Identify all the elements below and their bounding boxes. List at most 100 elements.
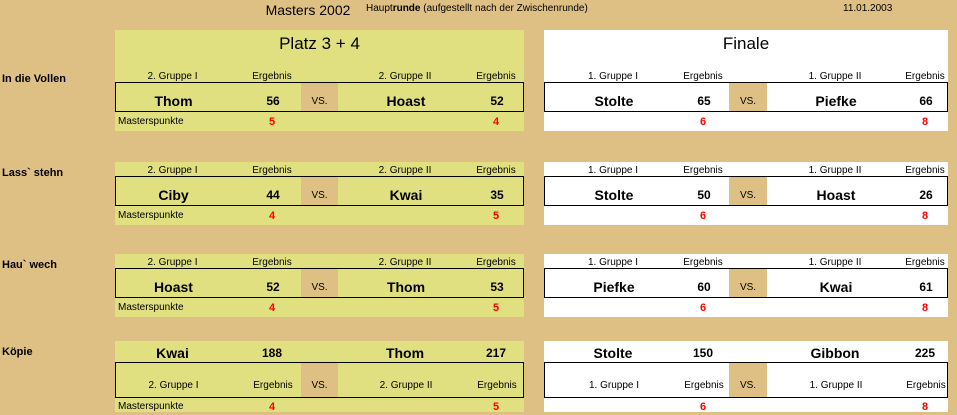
- player2-score: 61: [919, 280, 933, 294]
- player1-score: 56: [266, 94, 280, 108]
- masterspunkte-label: Masterspunkte: [118, 401, 184, 412]
- player1-name: Stolte: [594, 93, 634, 109]
- player2-score: 225: [914, 346, 936, 360]
- group1-label: 1. Gruppe I: [587, 257, 639, 268]
- player1-masterpoints: 5: [268, 116, 276, 128]
- player2-name: Kwai: [819, 279, 853, 295]
- player2-score: 52: [490, 94, 504, 108]
- page-subtitle: Hauptrunde (aufgestellt nach der Zwische…: [366, 3, 588, 14]
- group2-label: 2. Gruppe II: [378, 165, 432, 176]
- player2-score: 26: [919, 188, 933, 202]
- player2-masterpoints: 8: [921, 116, 929, 128]
- result1-label: Ergebnis: [252, 257, 292, 268]
- player2-name: Thom: [385, 345, 425, 361]
- page-title: Masters 2002: [265, 2, 351, 18]
- match-box: VS. Piefke 60 Kwai 61: [544, 268, 948, 298]
- player1-name: Stolte: [593, 345, 633, 361]
- player2-masterpoints: 5: [492, 401, 500, 413]
- result2-label: Ergebnis: [906, 380, 946, 391]
- player2-masterpoints: 8: [921, 401, 929, 413]
- result1-label: Ergebnis: [253, 380, 293, 391]
- group1-label: 1. Gruppe I: [588, 380, 640, 391]
- player1-masterpoints: 6: [699, 401, 707, 413]
- right-panel-header: Finale: [544, 30, 948, 68]
- result2-label: Ergebnis: [476, 257, 516, 268]
- player1-masterpoints: 6: [699, 116, 707, 128]
- right-panel-title: Finale: [722, 34, 770, 53]
- player2-score: 66: [919, 94, 933, 108]
- group1-label: 1. Gruppe I: [587, 165, 639, 176]
- player1-score: 150: [692, 346, 714, 360]
- player1-score: 44: [266, 188, 280, 202]
- result2-label: Ergebnis: [905, 257, 945, 268]
- player1-name: Hoast: [154, 279, 193, 295]
- player1-name: Thom: [154, 93, 193, 109]
- result1-label: Ergebnis: [684, 380, 724, 391]
- player2-name: Kwai: [389, 187, 423, 203]
- player1-masterpoints: 4: [268, 401, 276, 413]
- round-label: Hau` wech: [2, 259, 58, 271]
- vs-label: VS.: [729, 269, 767, 297]
- group2-label: 2. Gruppe II: [378, 257, 432, 268]
- result2-label: Ergebnis: [905, 165, 945, 176]
- player2-masterpoints: 5: [492, 210, 500, 222]
- player2-masterpoints: 8: [921, 210, 929, 222]
- player1-name: Piefke: [593, 279, 635, 295]
- result1-label: Ergebnis: [683, 71, 723, 82]
- player2-masterpoints: 8: [921, 302, 929, 314]
- player1-score: 65: [697, 94, 711, 108]
- player1-name: Ciby: [158, 187, 189, 203]
- player1-score: 60: [697, 280, 711, 294]
- round-label: In die Vollen: [2, 73, 66, 85]
- player2-score: 217: [485, 346, 507, 360]
- player2-masterpoints: 5: [492, 302, 500, 314]
- result2-label: Ergebnis: [477, 380, 517, 391]
- group1-label: 2. Gruppe I: [147, 257, 198, 268]
- player1-masterpoints: 4: [268, 210, 276, 222]
- group1-label: 1. Gruppe I: [587, 71, 639, 82]
- subtitle-bold: runde: [392, 3, 421, 14]
- left-panel-title: Platz 3 + 4: [279, 34, 360, 53]
- group1-label: 2. Gruppe I: [148, 380, 199, 391]
- player1-score: 50: [697, 188, 711, 202]
- result1-label: Ergebnis: [252, 71, 292, 82]
- result1-label: Ergebnis: [252, 165, 292, 176]
- round-label: Lass` stehn: [2, 167, 64, 179]
- player2-masterpoints: 4: [492, 116, 500, 128]
- vs-label: VS.: [729, 363, 767, 397]
- player2-score: 35: [490, 188, 504, 202]
- group2-label: 1. Gruppe II: [808, 71, 862, 82]
- player1-name: Kwai: [156, 345, 189, 361]
- subtitle-rest: (aufgestellt nach der Zwischenrunde): [420, 3, 588, 14]
- player2-name: Hoast: [816, 187, 856, 203]
- vs-label: VS.: [301, 269, 338, 297]
- result1-label: Ergebnis: [683, 165, 723, 176]
- left-panel-header: Platz 3 + 4: [115, 30, 524, 68]
- result2-label: Ergebnis: [476, 165, 516, 176]
- player1-score: 188: [261, 346, 283, 360]
- vs-label: VS.: [729, 177, 767, 205]
- player1-masterpoints: 6: [699, 210, 707, 222]
- player2-name: Piefke: [815, 93, 857, 109]
- group2-label: 2. Gruppe II: [378, 71, 432, 82]
- group2-label: 1. Gruppe II: [808, 257, 862, 268]
- masterspunkte-label: Masterspunkte: [118, 210, 184, 221]
- masterspunkte-label: Masterspunkte: [118, 302, 184, 313]
- masterspunkte-label: Masterspunkte: [118, 116, 184, 127]
- player2-name: Thom: [386, 279, 426, 295]
- date: 11.01.2003: [843, 3, 893, 14]
- vs-label: VS.: [301, 83, 338, 111]
